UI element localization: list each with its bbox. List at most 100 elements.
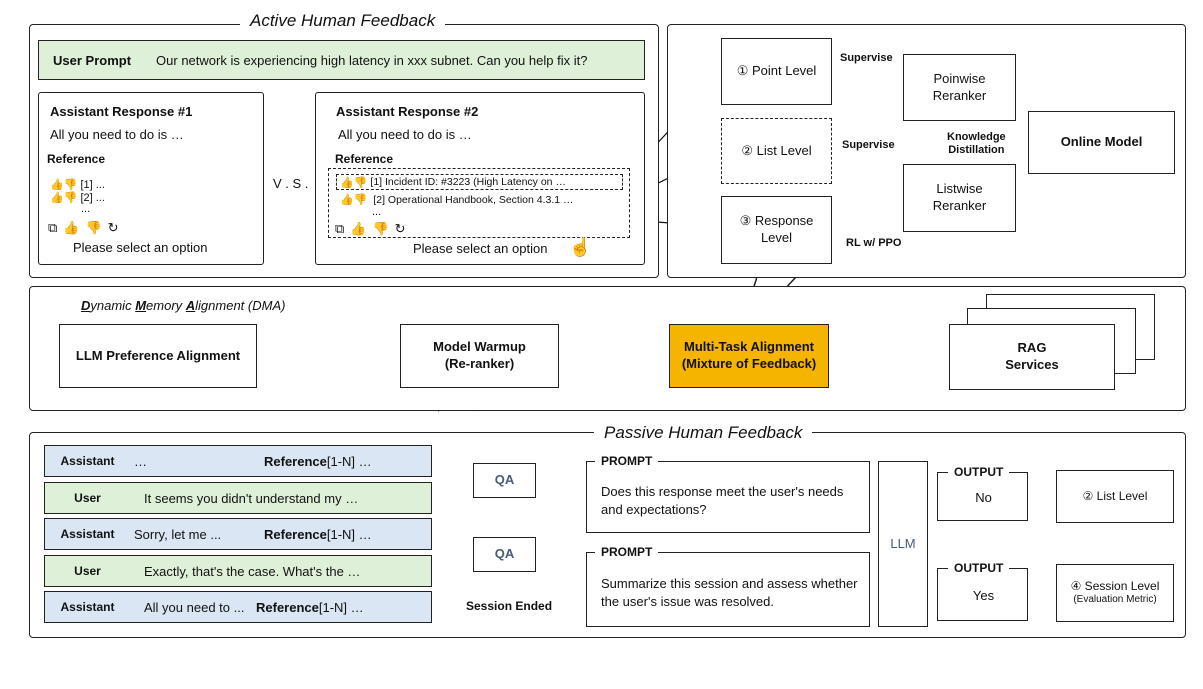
response1-text: All you need to do is … [50,127,184,142]
supervise-label-1: Supervise [840,52,893,64]
session-level-result-box: ④ Session Level (Evaluation Metric) [1056,564,1174,622]
pointwise-line2: Reranker [932,87,987,103]
row3-ref: Reference [264,526,327,542]
dma-title-emory: emory [146,298,186,313]
thumbs-down-icon[interactable]: 👎 [63,179,78,191]
llm-preference-alignment-box: LLM Preference Alignment [59,324,257,388]
multi-task-alignment-box: Multi-Task Alignment (Mixture of Feedbac… [669,324,829,388]
versus-label: V . S . [273,176,309,191]
dma-title-rest: lignment (DMA) [195,298,286,313]
model-warmup-box: Model Warmup (Re-ranker) [400,324,559,388]
response2-ref-row-2: 👍👎 [2] Operational Handbook, Section 4.3… [340,193,574,206]
user-prompt-box: User Prompt Our network is experiencing … [38,40,645,80]
row5-role: Assistant [60,600,115,614]
thumbs-down-icon[interactable]: 👎 [372,221,395,236]
thumbs-down-icon[interactable]: 👎 [353,176,368,189]
response1-title: Assistant Response #1 [50,104,193,119]
dma-title-ynamic: ynamic [90,298,136,313]
pointwise-line1: Poinwise [933,70,986,86]
response2-reference-box [328,168,630,238]
row1-ref: Reference [264,453,327,469]
refresh-icon[interactable]: ↻ [394,221,412,236]
conversation-row-5: Assistant All you need to ... Reference … [44,591,432,623]
rag-services-box: RAG Services [949,324,1115,390]
rl-ppo-label: RL w/ PPO [846,237,902,249]
thumbs-down-icon[interactable]: 👎 [63,192,78,204]
prompt2-label: PROMPT [595,545,659,559]
pointwise-reranker-box: Poinwise Reranker [903,54,1016,121]
response2-ref-row-1[interactable]: 👍👎 [1] Incident ID: #3223 (High Latency … [336,174,623,190]
response2-reference-label: Reference [335,152,394,166]
online-model-box: Online Model [1028,111,1175,174]
output1-value: No [975,490,992,505]
copy-icon[interactable]: ⧉ [335,221,351,236]
response2-text: All you need to do is … [338,127,472,142]
session-level-line1: ④ Session Level [1070,579,1160,594]
response2-select-option: Please select an option [413,241,548,256]
conversation-row-1: Assistant … Reference [1-N] … [44,445,432,477]
session-level-line2: (Evaluation Metric) [1073,594,1157,606]
user-prompt-text: Our network is experiencing high latency… [156,52,588,68]
mta-line2: (Mixture of Feedback) [681,356,817,371]
response1-ref-row-1: 👍👎 [1] ... [50,178,105,191]
pointer-click-icon: ☝ [569,237,592,257]
thumbs-down-icon[interactable]: 👎 [85,220,108,235]
conversation-row-3: Assistant Sorry, let me ... Reference [1… [44,518,432,550]
dma-title-d: D [81,298,91,313]
thumbs-down-icon[interactable]: 👎 [353,194,368,206]
prompt-box-2: PROMPT Summarize this session and assess… [586,545,870,627]
thumbs-up-icon[interactable]: 👍 [340,176,354,189]
thumbs-up-icon[interactable]: 👍 [340,194,354,206]
row1-text: … [134,453,147,469]
row2-text: It seems you didn't understand my … [144,490,359,506]
response2-ref2-text: [2] Operational Handbook, Section 4.3.1 … [373,194,574,206]
thumbs-up-icon[interactable]: 👍 [50,179,64,191]
output2-value: Yes [972,588,995,603]
user-prompt-label: User Prompt [53,52,132,68]
response1-action-icons: ⧉👍👎↻ [48,220,125,236]
qa-box-2: QA [473,537,536,572]
response-level-line1: ③ Response [739,213,814,229]
output1-label: OUTPUT [948,465,1010,479]
qa-box-1: QA [473,463,536,498]
kd-line2: Distillation [948,144,1005,157]
listwise-line2: Reranker [932,198,987,213]
response1-select-option: Please select an option [73,240,208,255]
row4-text: Exactly, that's the case. What's the … [144,563,361,579]
assistant-response-1: Assistant Response #1 All you need to do… [38,92,264,265]
llm-box: LLM [878,461,928,627]
response-level-box: ③ Response Level [721,196,832,264]
prompt1-label: PROMPT [595,454,659,468]
kd-line1: Knowledge [947,131,1006,143]
response1-ref1-text: [1] ... [80,179,105,191]
knowledge-distillation-label: Knowledge Distillation [947,131,1006,157]
row3-ref-suffix: [1-N] … [326,526,372,542]
listwise-reranker-box: Listwise Reranker [903,164,1016,232]
prompt2-text: Summarize this session and assess whethe… [601,576,858,609]
copy-icon[interactable]: ⧉ [48,220,64,235]
rag-line1: RAG [1017,340,1047,356]
thumbs-up-icon[interactable]: 👍 [50,192,64,204]
response1-reference-label: Reference [47,152,106,166]
row2-role: User [74,491,101,505]
warmup-line1: Model Warmup [433,339,526,355]
response2-action-icons: ⧉👍👎↻ [335,221,412,237]
response1-ref-row-2: 👍👎 [2] ... [50,191,105,204]
response2-title: Assistant Response #2 [336,104,479,119]
dma-title: Dynamic Memory Alignment (DMA) [81,298,285,313]
list-level-result-box: ② List Level [1056,470,1174,523]
refresh-icon[interactable]: ↻ [107,220,125,235]
response1-ellipsis: ... [81,203,91,215]
row5-text: All you need to ... [144,599,245,615]
dma-title-a: A [185,298,196,313]
response2-ref1-text: [1] Incident ID: #3223 (High Latency on … [370,176,566,188]
passive-feedback-title: Passive Human Feedback [594,423,813,443]
thumbs-up-icon[interactable]: 👍 [350,221,373,236]
output-box-1: OUTPUT No [937,465,1028,521]
prompt-box-1: PROMPT Does this response meet the user'… [586,454,870,533]
thumbs-up-icon[interactable]: 👍 [63,220,86,235]
point-level-box: ① Point Level [721,38,832,105]
list-level-box: ② List Level [721,118,832,184]
output2-label: OUTPUT [948,561,1010,575]
response2-ellipsis: ... [372,206,382,218]
